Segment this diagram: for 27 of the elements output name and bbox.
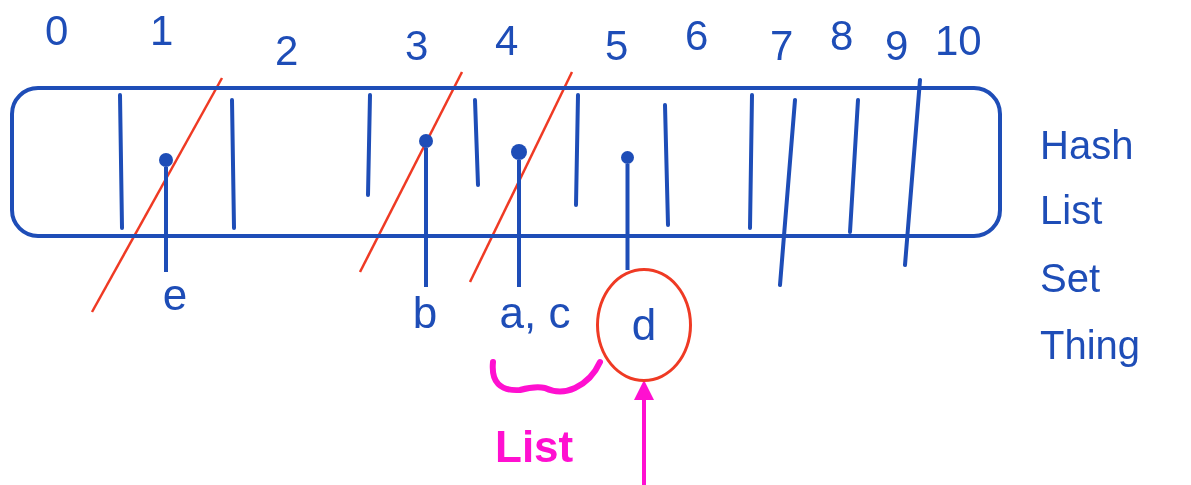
side-note: Thing: [1040, 325, 1141, 365]
side-note: Set: [1040, 258, 1101, 298]
item-label: e: [150, 270, 200, 320]
index-number: 1: [150, 10, 174, 52]
side-note: List: [1040, 190, 1103, 230]
list-label: List: [495, 425, 574, 469]
index-number: 2: [275, 30, 299, 72]
index-number: 0: [45, 10, 69, 52]
hash-table: [10, 86, 1002, 238]
connector-line: [625, 164, 630, 270]
item-label: d: [631, 303, 657, 347]
index-number: 8: [830, 15, 854, 57]
connector-line: [424, 148, 428, 287]
index-number: 4: [495, 20, 519, 62]
index-number: 3: [405, 25, 429, 67]
side-note: Hash: [1040, 125, 1134, 165]
index-number: 9: [885, 25, 909, 67]
circled-item: [596, 268, 692, 382]
index-number: 6: [685, 15, 709, 57]
index-number: 7: [770, 25, 794, 67]
connector-line: [164, 167, 168, 272]
arrow: [634, 380, 654, 485]
index-number: 10: [935, 20, 982, 62]
connector-line: [517, 160, 521, 287]
item-label: b: [400, 285, 450, 340]
item-label: a, c: [485, 285, 585, 340]
index-number: 5: [605, 25, 629, 67]
